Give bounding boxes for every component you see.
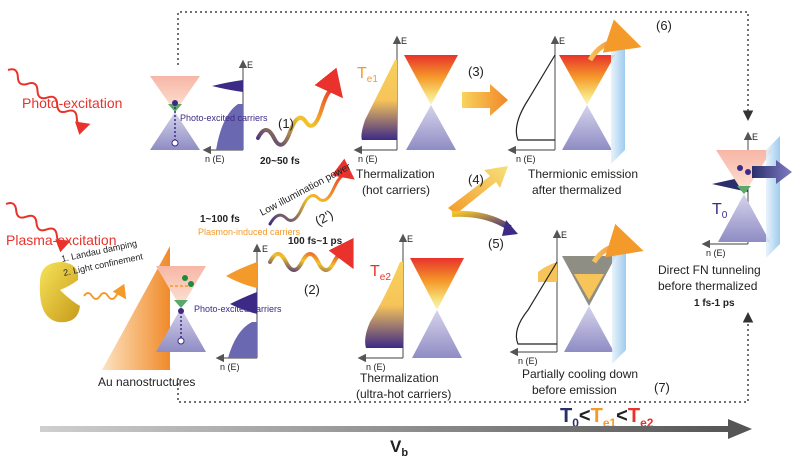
wave-step-2 bbox=[268, 237, 354, 272]
photo-excited-carriers-label-top: Photo-excited carriers bbox=[180, 113, 268, 123]
vb-arrow bbox=[40, 419, 752, 439]
plasma-band-diagram bbox=[156, 266, 206, 352]
thermionic-diagram bbox=[507, 19, 642, 164]
axis-n-label: n (E) bbox=[516, 154, 536, 164]
path-6-dotted bbox=[177, 11, 754, 121]
arrow-step-5 bbox=[451, 210, 518, 236]
thermalization-ultra-label: Thermalization (ultra-hot carriers) bbox=[356, 371, 451, 401]
axis-n-label: n (E) bbox=[358, 154, 378, 164]
te2-label: Te2 bbox=[370, 263, 391, 283]
low-illumination-label: Low illumination power bbox=[258, 161, 353, 219]
plasma-excitation-label: Plasma-excitation bbox=[6, 232, 117, 248]
time-20-50fs-label: 20~50 fs bbox=[260, 156, 300, 167]
partial-cooling-label: Partially cooling down before emission bbox=[522, 367, 641, 397]
axis-n-label: n (E) bbox=[518, 356, 538, 366]
axis-e-label: E bbox=[752, 132, 758, 142]
ultra-hot-diagram bbox=[357, 233, 464, 363]
fn-tunneling-diagram bbox=[701, 131, 792, 258]
axis-e-label: E bbox=[561, 230, 567, 240]
axis-e-label: E bbox=[407, 234, 413, 244]
path-7-dotted bbox=[177, 312, 754, 403]
time-100fs-1ps-label: 100 fs~1 ps bbox=[288, 236, 343, 247]
axis-e-label: E bbox=[247, 60, 253, 70]
step-2-prime-label: (2') bbox=[312, 207, 335, 229]
au-nanostructures-label: Au nanostructures bbox=[98, 375, 195, 389]
step-1-label: (1) bbox=[278, 116, 294, 131]
direct-fn-label: Direct FN tunneling before thermalized bbox=[658, 263, 764, 293]
photo-excitation-label: Photo-excitation bbox=[22, 95, 122, 111]
au-nanostructure-bean bbox=[39, 262, 80, 323]
plasma-excitation-wave bbox=[5, 202, 71, 253]
photo-distribution bbox=[202, 59, 248, 155]
photo-excitation-wave bbox=[7, 68, 91, 135]
wave-step-1 bbox=[256, 67, 344, 147]
time-1fs-1ps-label: 1 fs-1 ps bbox=[694, 298, 735, 309]
step-5-label: (5) bbox=[488, 236, 504, 251]
plasma-distribution bbox=[215, 243, 262, 363]
te1-label: Te1 bbox=[357, 65, 378, 85]
arrow-step-4 bbox=[448, 166, 508, 214]
vb-label: Vb bbox=[390, 437, 408, 456]
partial-cooling-diagram bbox=[509, 223, 644, 364]
wave-step-2-prime bbox=[268, 158, 355, 226]
step-6-label: (6) bbox=[656, 18, 672, 33]
axis-n-label: n (E) bbox=[706, 248, 726, 258]
confinement-wave bbox=[83, 283, 127, 300]
axis-e-label: E bbox=[262, 244, 268, 254]
photo-excited-carriers-label-bottom: Photo-excited carriers bbox=[194, 304, 282, 314]
thermalization-hot-label: Thermalization (hot carriers) bbox=[356, 167, 438, 197]
step-7-label: (7) bbox=[654, 380, 670, 395]
axis-e-label: E bbox=[559, 36, 565, 46]
step-3-label: (3) bbox=[468, 64, 484, 79]
axis-n-label: n (E) bbox=[205, 154, 225, 164]
plasmon-distribution-triangle bbox=[102, 246, 170, 370]
plasmon-induced-carriers-label: Plasmon-induced carriers bbox=[198, 227, 301, 237]
step-4-label: (4) bbox=[468, 172, 484, 187]
axis-n-label: n (E) bbox=[220, 362, 240, 372]
photo-band-diagram bbox=[150, 76, 200, 150]
axis-n-label: n (E) bbox=[366, 362, 386, 372]
hot-carriers-diagram bbox=[353, 35, 458, 155]
thermionic-emission-label: Thermionic emission after thermalized bbox=[528, 167, 641, 197]
axis-e-label: E bbox=[401, 36, 407, 46]
temperature-inequality: T0<Te1<Te2 bbox=[560, 405, 654, 430]
arrow-step-3 bbox=[462, 84, 508, 116]
time-1-100fs-label: 1~100 fs bbox=[200, 214, 240, 225]
step-2-label: (2) bbox=[304, 282, 320, 297]
t0-label: T0 bbox=[712, 201, 728, 221]
